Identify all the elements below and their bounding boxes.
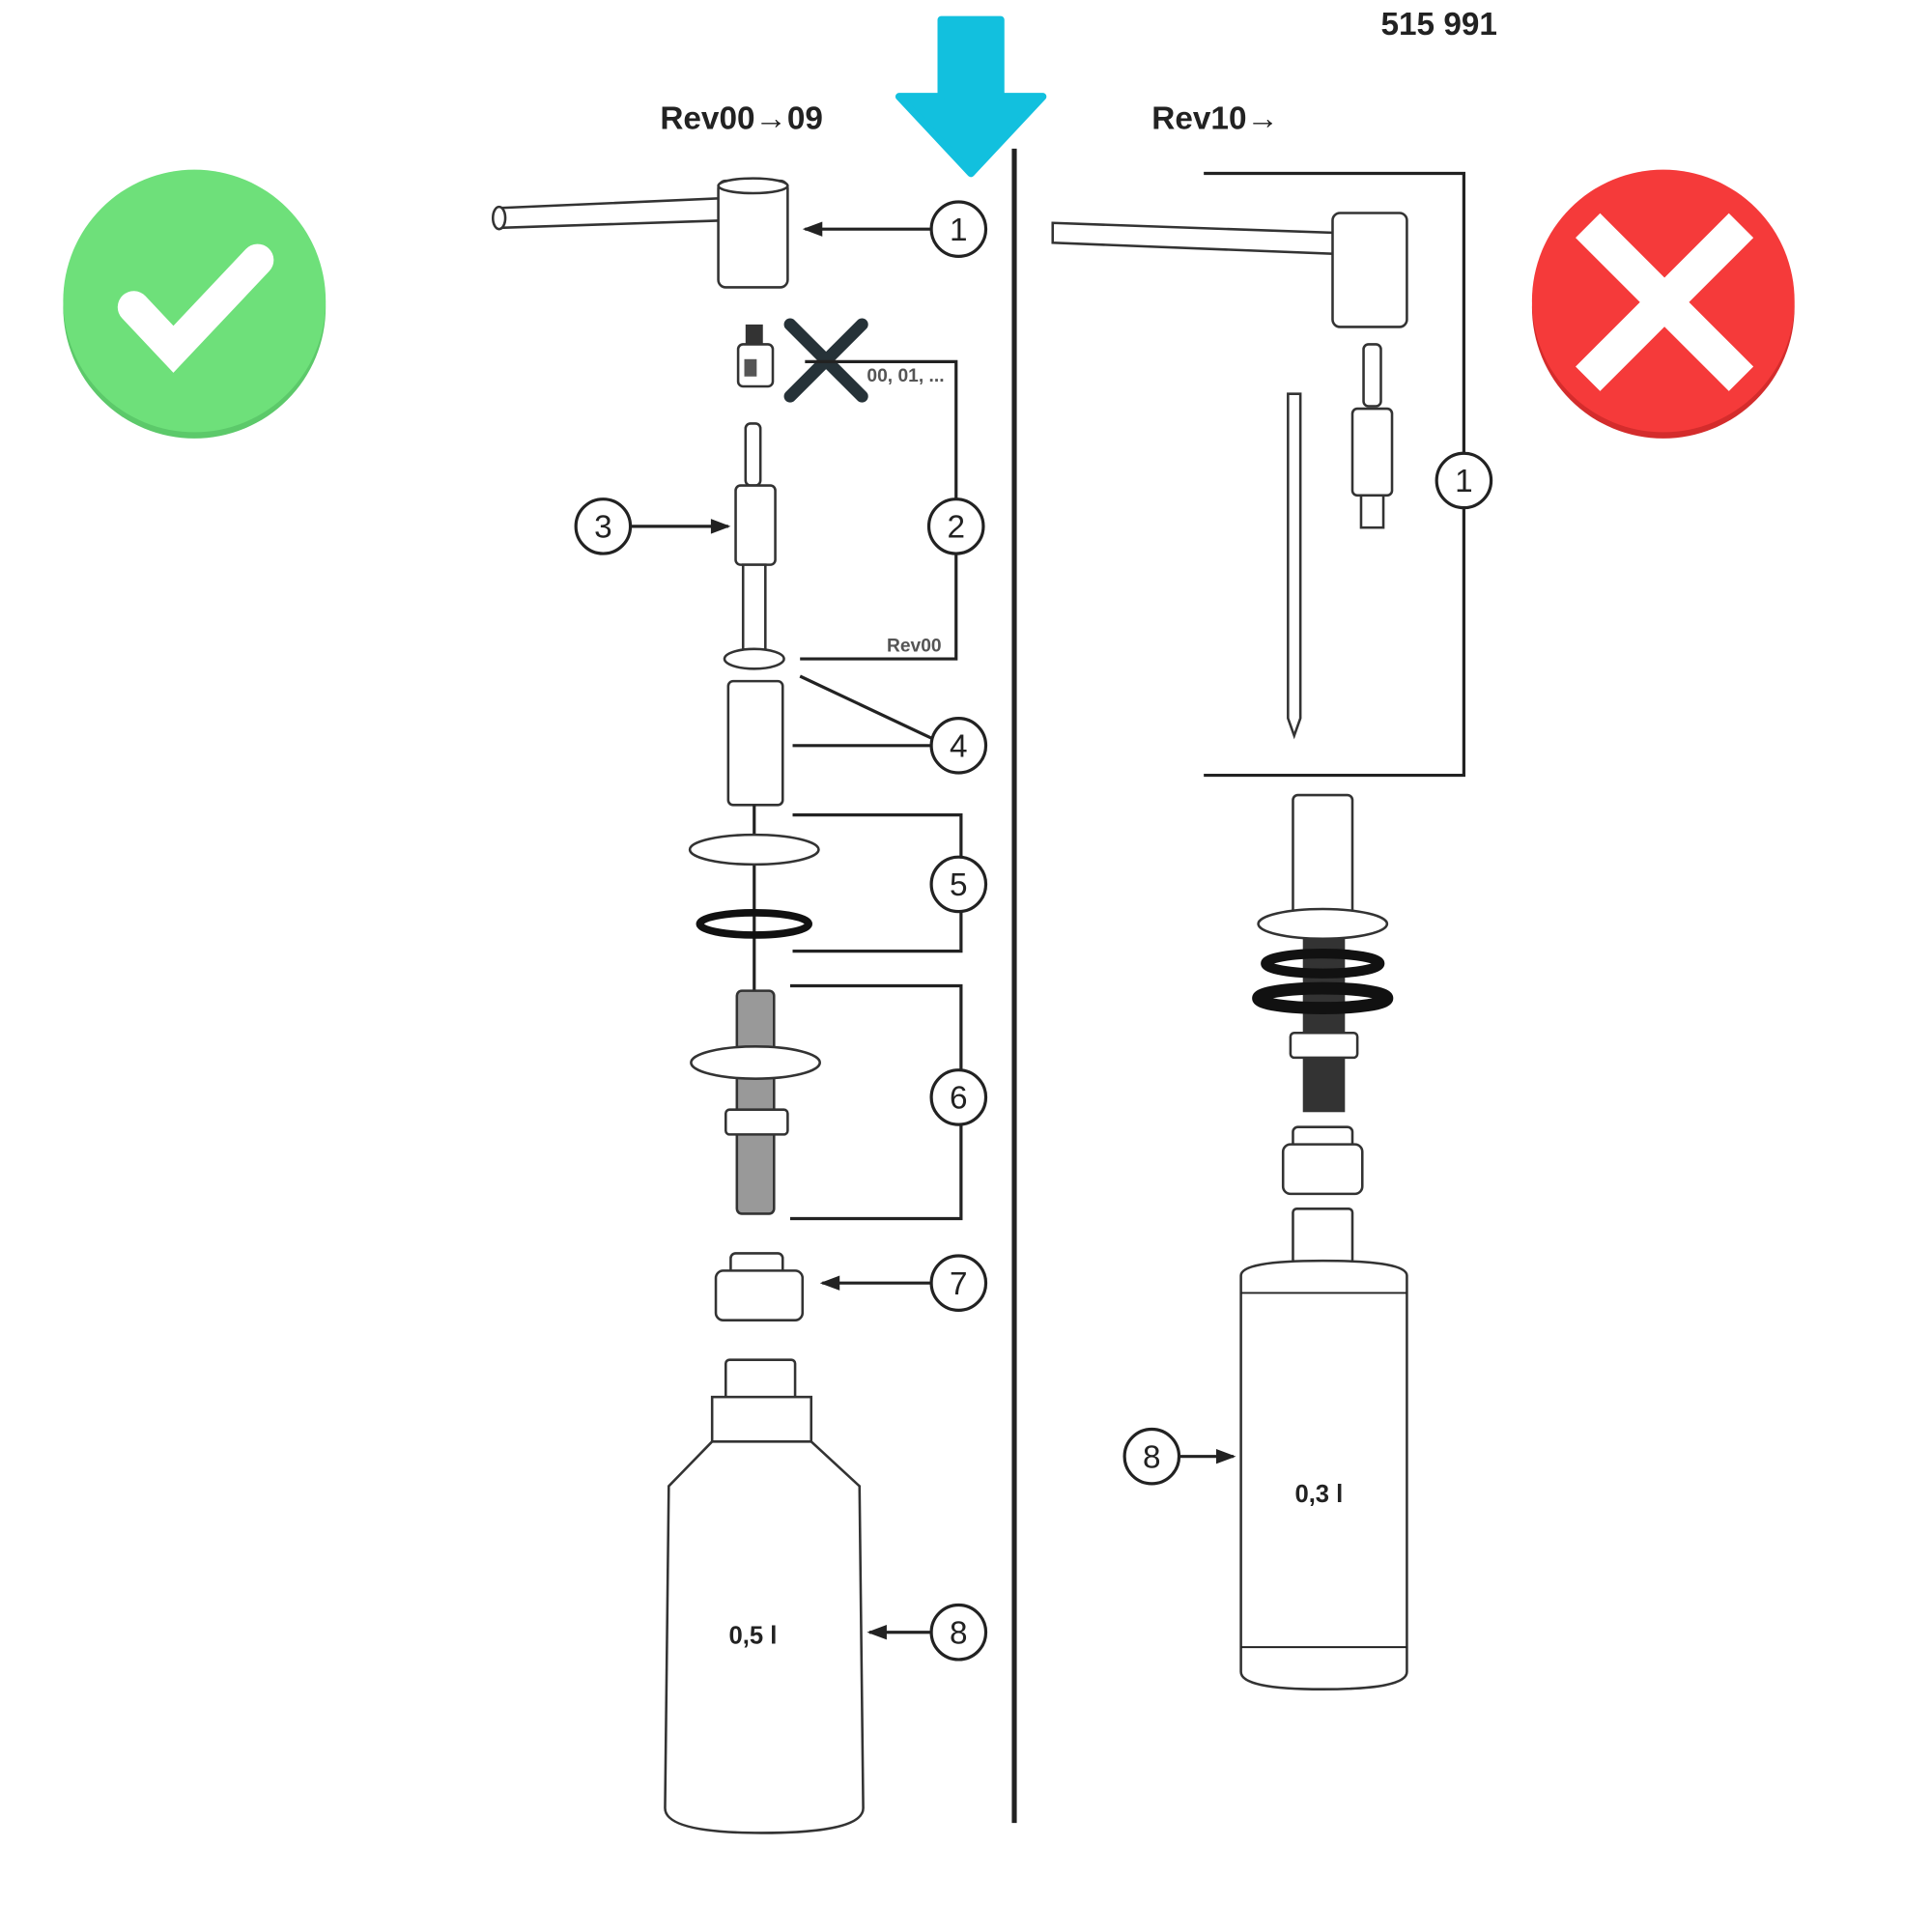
svg-text:1: 1	[950, 213, 968, 248]
svg-text:7: 7	[950, 1266, 968, 1302]
callout-8: 8	[867, 1603, 988, 1662]
spout-part-right	[1051, 212, 1408, 328]
svg-text:8: 8	[1143, 1439, 1161, 1475]
callout-5: 5	[792, 812, 988, 953]
callout-8-right: 8	[1122, 1427, 1236, 1486]
cross-circle-icon	[1531, 169, 1795, 439]
svg-text:4: 4	[950, 729, 968, 765]
nut-part-right	[1281, 1125, 1364, 1196]
svg-text:5: 5	[950, 867, 968, 903]
callout-1-right: 1	[1204, 171, 1493, 778]
right-assembly: 1 0,3 l 8	[1051, 171, 1493, 1691]
right-revision-label: Rev10→	[1151, 100, 1279, 136]
svg-text:2: 2	[947, 510, 965, 546]
pump-part-right	[1350, 343, 1394, 529]
rev-note-bottom: Rev00	[887, 636, 942, 656]
mount-part-right	[1252, 793, 1394, 1113]
svg-text:3: 3	[594, 510, 612, 546]
rev-note-top: 00, 01, ...	[867, 366, 944, 386]
valve-part	[736, 324, 775, 388]
svg-text:6: 6	[950, 1081, 968, 1117]
dip-tube-part	[1287, 392, 1302, 740]
left-assembly: 0,5 l 1 2 00, 01, ... Rev00 3 4 5 6	[491, 177, 988, 1834]
callout-4: 4	[792, 674, 988, 775]
left-revision-label: Rev00→09	[660, 100, 823, 136]
bottle-volume-label-right: 0,3 l	[1294, 1481, 1343, 1508]
pump-part	[688, 422, 821, 1215]
svg-text:8: 8	[950, 1616, 968, 1652]
svg-text:1: 1	[1455, 464, 1473, 499]
callout-3: 3	[574, 497, 731, 555]
nut-part	[714, 1252, 805, 1321]
callout-1: 1	[802, 200, 988, 258]
callout-7: 7	[819, 1254, 988, 1313]
bottle-03-part: 0,3 l	[1239, 1208, 1408, 1691]
bottle-05-part: 0,5 l	[664, 1358, 865, 1834]
callout-6: 6	[789, 983, 988, 1221]
bottle-volume-label-left: 0,5 l	[729, 1622, 778, 1649]
part-number: 515 991	[1380, 7, 1496, 43]
callout-2: 2 00, 01, ... Rev00	[800, 359, 985, 661]
check-circle-icon	[63, 169, 327, 439]
spout-part	[491, 177, 789, 289]
down-arrow-icon	[895, 15, 1047, 178]
